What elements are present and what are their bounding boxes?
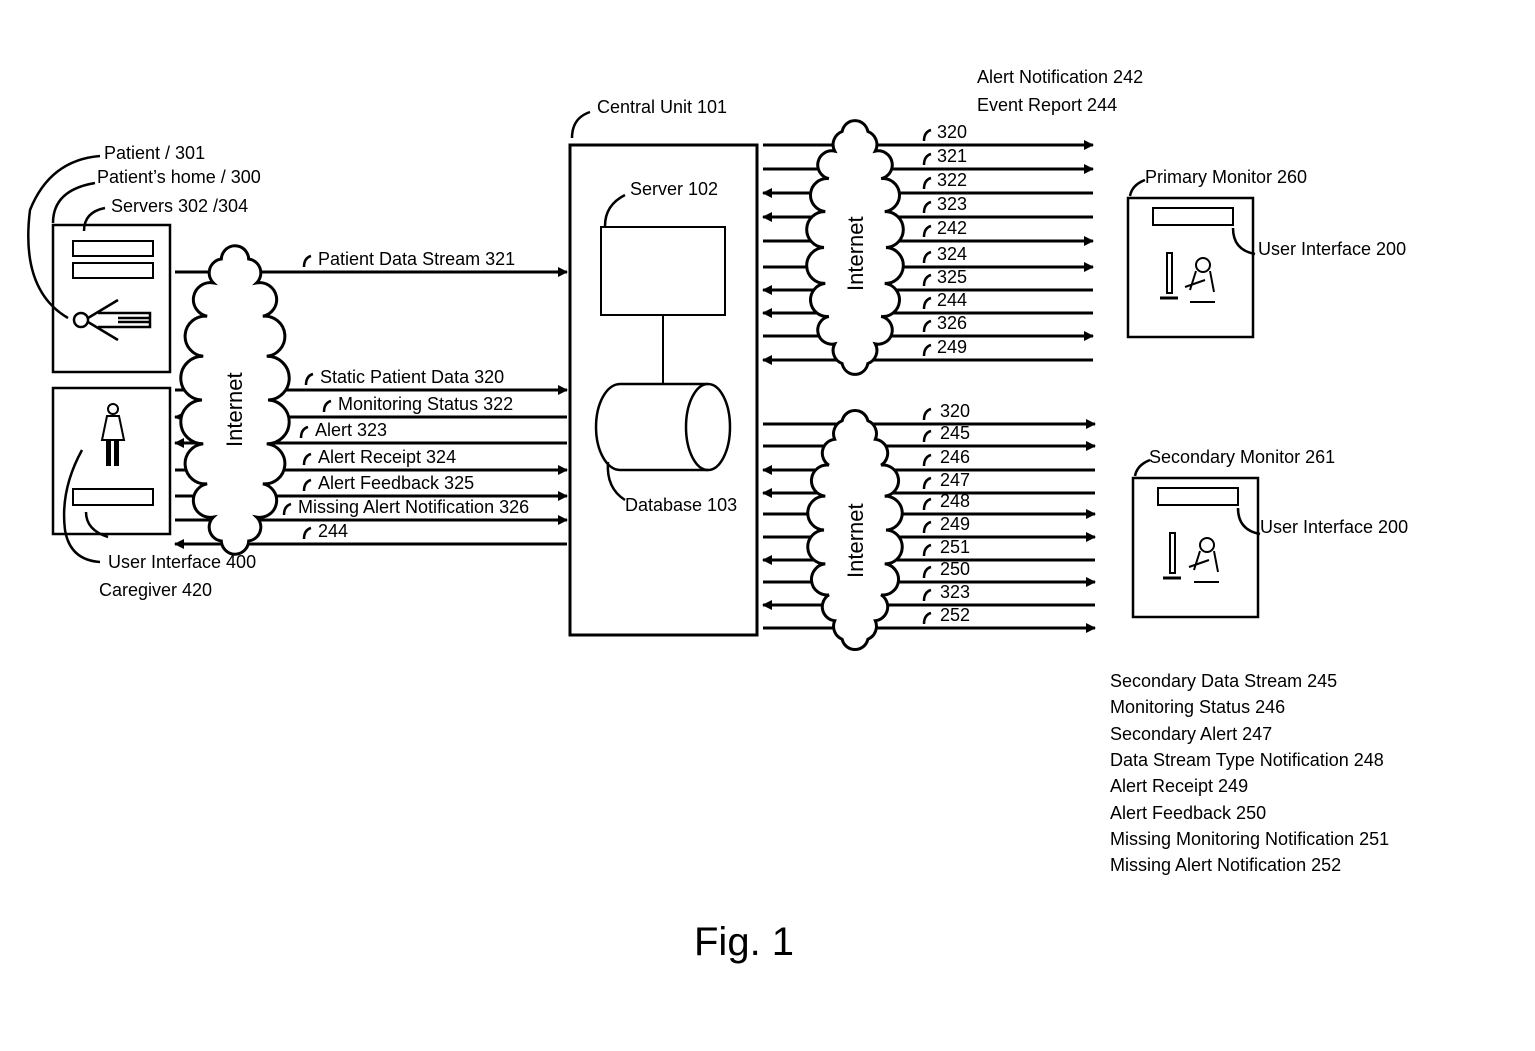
primary-ui-label: User Interface 200	[1258, 240, 1406, 258]
leader-hook	[924, 252, 931, 263]
server-label: Server 102	[630, 180, 718, 198]
legend-item: Secondary Alert 247	[1110, 725, 1272, 743]
leader-hook	[924, 275, 931, 286]
arrow-label: Monitoring Status 322	[338, 395, 513, 413]
arrow-label: 244	[318, 522, 348, 540]
arrow-label: 244	[937, 291, 967, 309]
arrow-label: 251	[940, 538, 970, 556]
arrow-label: 248	[940, 492, 970, 510]
leader-hook	[924, 409, 931, 420]
secondary-ui-label: User Interface 200	[1260, 518, 1408, 536]
arrow-label: 249	[940, 515, 970, 533]
arrow-label: 249	[937, 338, 967, 356]
legend-item: Alert Feedback 250	[1110, 804, 1266, 822]
internet-label-left: Internet	[222, 372, 248, 447]
server-box	[601, 227, 725, 315]
legend-item: Secondary Data Stream 245	[1110, 672, 1337, 690]
database-cylinder-icon	[596, 384, 730, 470]
leader-hook	[284, 504, 291, 515]
arrow-label: Patient Data Stream 321	[318, 250, 515, 268]
leader-hook	[306, 374, 313, 385]
arrow-label: 321	[937, 147, 967, 165]
leader-hook	[924, 567, 931, 578]
database-label: Database 103	[625, 496, 737, 514]
arrow-label: 326	[937, 314, 967, 332]
legend-item: Missing Alert Notification 252	[1110, 856, 1341, 874]
leader-hook	[924, 202, 931, 213]
leader-hook	[304, 454, 311, 465]
primary-monitor-box	[1128, 198, 1253, 337]
arrow-label: 252	[940, 606, 970, 624]
servers-label: Servers 302 /304	[111, 197, 248, 215]
operator-at-monitor-icon	[1160, 253, 1215, 302]
user-interface-400-bar	[73, 489, 153, 505]
arrow-label: Alert Feedback 325	[318, 474, 474, 492]
secondary-ui-bar	[1158, 488, 1238, 505]
leader-hook	[924, 226, 931, 237]
leader-hook	[924, 345, 931, 356]
leader-hook	[924, 298, 931, 309]
leader-hook	[924, 478, 931, 489]
leader-hook	[924, 590, 931, 601]
arrow-label: 250	[940, 560, 970, 578]
arrow-label: 320	[940, 402, 970, 420]
leader-hook	[324, 401, 331, 412]
figure-label: Fig. 1	[694, 920, 794, 965]
server-icon	[73, 241, 153, 256]
primary-monitor-title: Primary Monitor 260	[1145, 168, 1307, 186]
arrow-label: 324	[937, 245, 967, 263]
caregiver-label: Caregiver 420	[99, 581, 212, 599]
leader-hook	[924, 499, 931, 510]
legend-item: Monitoring Status 246	[1110, 698, 1285, 716]
user-interface-400-label: User Interface 400	[108, 553, 256, 571]
arrow-label: 246	[940, 448, 970, 466]
caregiver-person-icon	[102, 404, 124, 465]
arrow-label: 322	[937, 171, 967, 189]
internet-label-secondary: Internet	[843, 503, 869, 578]
patient-home-label: Patient’s home / 300	[97, 168, 261, 186]
internet-label-primary: Internet	[843, 216, 869, 291]
central-unit-label: Central Unit 101	[597, 98, 727, 116]
primary-note: Alert Notification 242	[977, 68, 1143, 86]
arrow-label: 245	[940, 424, 970, 442]
arrow-label: 247	[940, 471, 970, 489]
leader-hook	[304, 528, 311, 539]
primary-ui-bar	[1153, 208, 1233, 225]
leader-hook	[924, 130, 931, 141]
leader-hook	[924, 321, 931, 332]
legend-item: Alert Receipt 249	[1110, 777, 1248, 795]
leader-hook	[924, 154, 931, 165]
arrow-label: 320	[937, 123, 967, 141]
patient-lying-icon	[74, 300, 150, 340]
leader-hook	[924, 545, 931, 556]
arrow-label: Missing Alert Notification 326	[298, 498, 529, 516]
arrow-label: 325	[937, 268, 967, 286]
secondary-monitor-title: Secondary Monitor 261	[1149, 448, 1335, 466]
patient-label: Patient / 301	[104, 144, 205, 162]
leader-hook	[924, 178, 931, 189]
leader-hook	[304, 256, 311, 267]
caregiver-box	[53, 388, 170, 534]
legend-item: Missing Monitoring Notification 251	[1110, 830, 1389, 848]
leader-hook	[924, 522, 931, 533]
secondary-monitor-box	[1133, 478, 1258, 617]
central-unit-box	[570, 145, 757, 635]
arrow-label: 242	[937, 219, 967, 237]
server-icon	[73, 263, 153, 278]
arrow-label: Alert Receipt 324	[318, 448, 456, 466]
arrow-label: 323	[940, 583, 970, 601]
arrow-label: 323	[937, 195, 967, 213]
arrow-label: Alert 323	[315, 421, 387, 439]
leader-hook	[924, 613, 931, 624]
leader-hook	[304, 480, 311, 491]
legend-item: Data Stream Type Notification 248	[1110, 751, 1384, 769]
primary-note: Event Report 244	[977, 96, 1117, 114]
leader-hook	[924, 431, 931, 442]
arrow-label: Static Patient Data 320	[320, 368, 504, 386]
leader-hook	[301, 427, 308, 438]
leader-hook	[924, 455, 931, 466]
operator-at-monitor-icon	[1163, 533, 1219, 582]
